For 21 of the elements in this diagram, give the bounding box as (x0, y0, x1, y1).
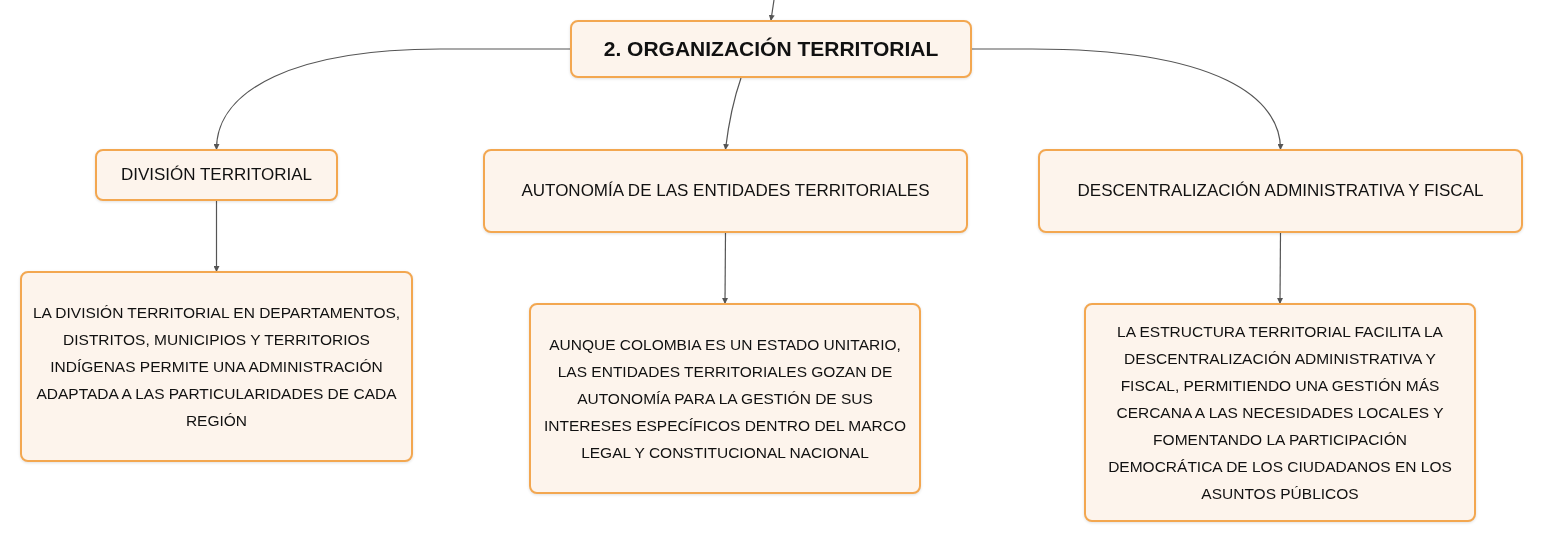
concept-text: DESCENTRALIZACIÓN ADMINISTRATIVA Y FISCAL (1077, 180, 1484, 202)
concept-text: LA DIVISIÓN TERRITORIAL EN DEPARTAMENTOS, DISTRITOS, MUNICIPIOS Y TERRITORIOS INDÍGENAS PERMITE UNA ADMINISTRACIÓN ADAPTADA A LAS PARTICULARIDADES DE CADA REGIÓN (32, 303, 401, 431)
concept-text: LA ESTRUCTURA TERRITORIAL FACILITA LA DESCENTRALIZACIÓN ADMINISTRATIVA Y FISCAL, PERMITIENDO UNA GESTIÓN MÁS CERCANA A LAS NECESIDADES LOCALES Y FOMENTANDO LA PARTICIPACIÓN DEMOCRÁTICA DE LOS CIUDADANOS EN LOS ASUNTOS PÚBLICOS (1107, 322, 1453, 504)
topic-title: 2. ORGANIZACIÓN TERRITORIAL (603, 36, 939, 62)
connector-arrow (722, 232, 729, 304)
concept-box (483, 149, 968, 233)
concept-box (1038, 149, 1523, 233)
topic-box (570, 20, 972, 78)
concept-box (529, 303, 921, 494)
concept-text: AUTONOMÍA DE LAS ENTIDADES TERRITORIALES (521, 180, 930, 202)
connector-arrow (1277, 232, 1284, 304)
connector-arrow (971, 48, 1283, 150)
concept-text: AUNQUE COLOMBIA ES UN ESTADO UNITARIO, LAS ENTIDADES TERRITORIALES GOZAN DE AUTONOMÍA PARA LA GESTIÓN DE SUS INTERESES ESPECÍFICOS DENTRO DEL MARCO LEGAL Y CONSTITUCIONAL NACIONAL (543, 335, 907, 463)
connector-arrow (213, 200, 220, 272)
concept-text: DIVISIÓN TERRITORIAL (120, 164, 313, 186)
connector-arrow (723, 77, 742, 150)
concept-box (20, 271, 413, 462)
connector-arrow (214, 48, 571, 150)
concept-box (95, 149, 338, 201)
concept-box (1084, 303, 1476, 522)
connector-arrow (768, 0, 775, 21)
